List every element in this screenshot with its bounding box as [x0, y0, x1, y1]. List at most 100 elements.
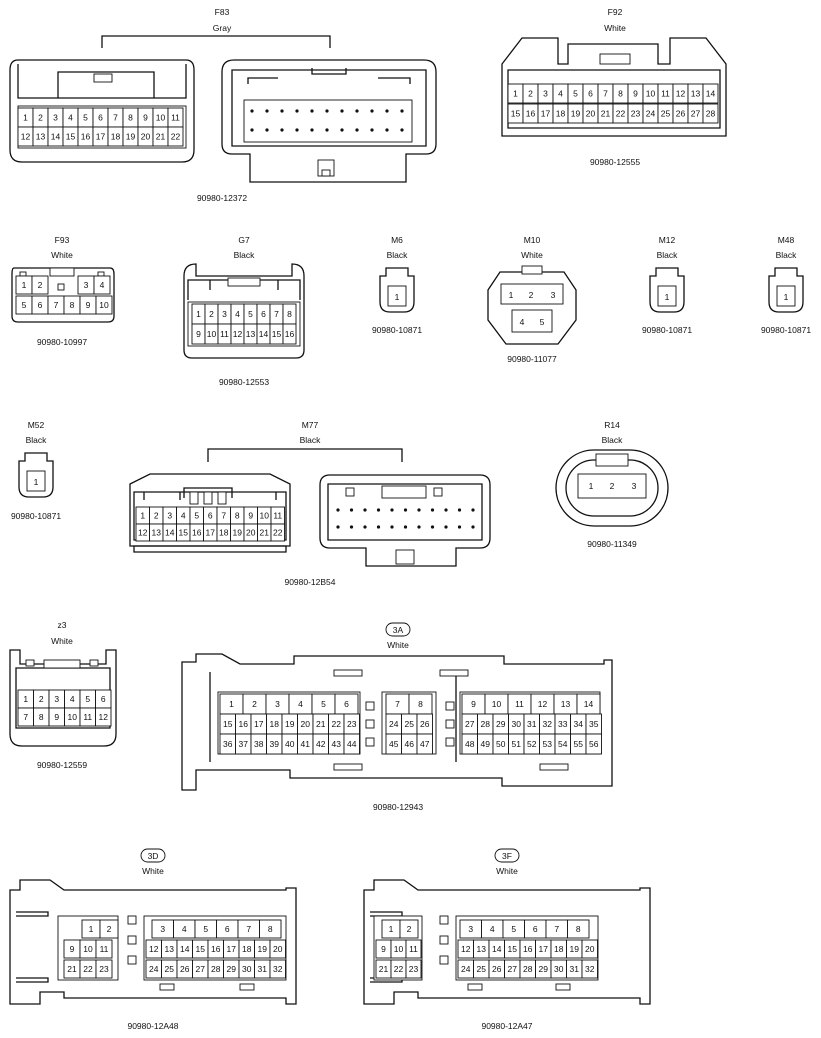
- 3d-pin-29: 29: [227, 964, 237, 974]
- r14-pin-3: 3: [632, 481, 637, 491]
- z3-pin-1: 1: [23, 694, 28, 704]
- 3a-badge: [385, 622, 411, 637]
- f92-pin-21: 21: [601, 109, 611, 119]
- f92-pin-15: 15: [511, 109, 521, 119]
- m77-pin-22: 22: [273, 528, 283, 538]
- m12-color: Black: [657, 250, 679, 260]
- m52-pin-1: 1: [34, 477, 39, 487]
- 3a-pin-48: 48: [465, 739, 475, 749]
- f93-pin-8: 8: [70, 300, 75, 310]
- m77-pin-4: 4: [181, 511, 186, 521]
- f92-pin-28: 28: [706, 109, 716, 119]
- connector-r14: R14 Black 1 2 3 90980-11349: [555, 420, 669, 549]
- 3f-pin-14: 14: [492, 944, 502, 954]
- 3d-color: White: [142, 866, 164, 876]
- f92-pin-3: 3: [543, 89, 548, 99]
- f93-pin-1: 1: [22, 280, 27, 290]
- f92-pin-cell: [702, 83, 719, 104]
- 3d-pin-2: 2: [107, 924, 112, 934]
- connector-m6: M6 Black 1 90980-10871: [372, 235, 422, 335]
- f83-terminal: [280, 128, 284, 132]
- g7-pin-9: 9: [196, 329, 201, 339]
- z3-pin-4: 4: [70, 694, 75, 704]
- m10-pin-3: 3: [551, 290, 556, 300]
- 3a-pin-11: 11: [515, 699, 524, 709]
- 3a-pin-17: 17: [254, 719, 264, 729]
- m77-pin-11: 11: [273, 511, 282, 521]
- 3d-pin-3: 3: [160, 924, 165, 934]
- f83-terminal: [295, 128, 299, 132]
- g7-pin-1: 1: [196, 309, 201, 319]
- 3d-pin-31: 31: [258, 964, 268, 974]
- f83-pin-8: 8: [128, 113, 133, 123]
- m77-pin-2: 2: [154, 511, 159, 521]
- 3a-pin-16: 16: [239, 719, 249, 729]
- r14-name: R14: [604, 420, 620, 430]
- f83-pin-3: 3: [53, 113, 58, 123]
- z3-name: z3: [58, 620, 67, 630]
- z3-pin-2: 2: [39, 694, 44, 704]
- 3a-pin-30: 30: [512, 719, 522, 729]
- g7-pin-7: 7: [274, 309, 279, 319]
- 3f-pin-23: 23: [409, 964, 419, 974]
- m12-part-number: 90980-10871: [642, 325, 692, 335]
- 3f-pin-4: 4: [490, 924, 495, 934]
- 3a-pin-43: 43: [332, 739, 342, 749]
- 3f-pin-24: 24: [461, 964, 471, 974]
- m77-pin-12: 12: [138, 528, 148, 538]
- 3a-pin-13: 13: [561, 699, 571, 709]
- f83-part-number: 90980-12372: [197, 193, 247, 203]
- m12-pin-1: 1: [665, 292, 670, 302]
- f93-pin-cell: [31, 275, 49, 295]
- g7-pin-13: 13: [246, 329, 256, 339]
- m77-terminal: [417, 508, 421, 512]
- z3-pin-cell: [95, 707, 112, 727]
- 3d-pin-7: 7: [246, 924, 251, 934]
- 3a-pin-54: 54: [558, 739, 568, 749]
- f83-pin-1: 1: [23, 113, 28, 123]
- m77-terminal: [390, 525, 394, 529]
- f83-pin-22: 22: [171, 132, 181, 142]
- m48-color: Black: [776, 250, 798, 260]
- f83-pin-15: 15: [66, 132, 76, 142]
- g7-pin-5: 5: [248, 309, 253, 319]
- 3a-pin-10: 10: [492, 699, 502, 709]
- r14-pin-2: 2: [610, 481, 615, 491]
- f93-pin-7: 7: [54, 300, 59, 310]
- m12-name: M12: [659, 235, 676, 245]
- 3d-pin-20: 20: [273, 944, 283, 954]
- 3a-pin-50: 50: [496, 739, 506, 749]
- g7-color: Black: [234, 250, 256, 260]
- 3a-pin-cell: [585, 733, 602, 755]
- f83-pin-18: 18: [111, 132, 121, 142]
- f83-name: F83: [215, 7, 230, 17]
- f92-pin-8: 8: [618, 89, 623, 99]
- 3d-pin-cell: [269, 959, 286, 979]
- 3f-badge: [494, 848, 520, 863]
- m77-terminal: [376, 525, 381, 529]
- f83-terminal: [370, 128, 374, 132]
- m77-terminal: [430, 508, 435, 512]
- m77-terminal: [471, 525, 475, 529]
- r14-color: Black: [602, 435, 624, 445]
- 3f-pin-22: 22: [394, 964, 404, 974]
- 3a-pin-40: 40: [285, 739, 295, 749]
- 3f-pin-6: 6: [533, 924, 538, 934]
- m77-pin-1: 1: [140, 511, 145, 521]
- m77-pin-19: 19: [233, 528, 243, 538]
- 3a-pin-34: 34: [574, 719, 584, 729]
- 3f-pin-10: 10: [394, 944, 404, 954]
- f92-pin-4: 4: [558, 89, 563, 99]
- f92-pin-11: 11: [661, 89, 670, 99]
- g7-pin-15: 15: [272, 329, 282, 339]
- 3d-pin-12: 12: [149, 944, 159, 954]
- f92-part-number: 90980-12555: [590, 157, 640, 167]
- f92-pin-2: 2: [528, 89, 533, 99]
- f92-pin-17: 17: [541, 109, 551, 119]
